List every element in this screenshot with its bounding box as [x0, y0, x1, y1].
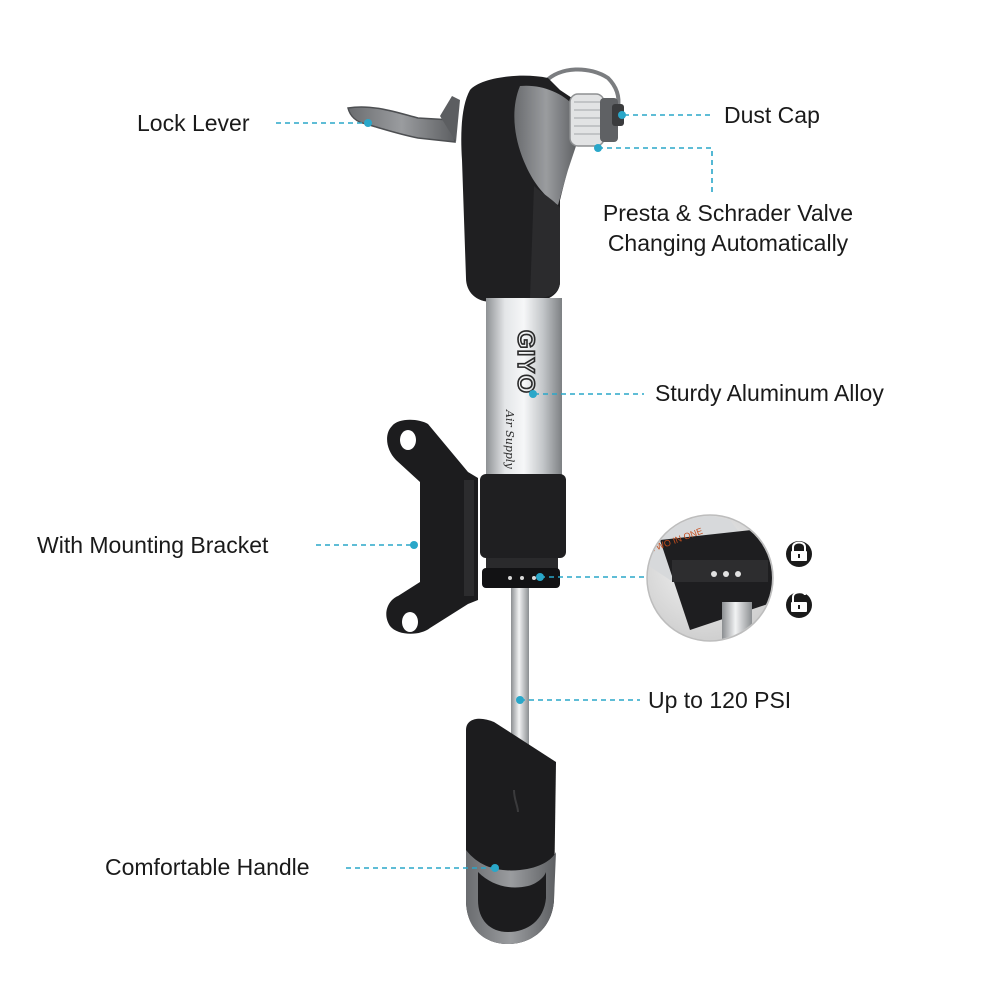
mounting-bracket	[386, 419, 478, 634]
leader-dots	[364, 111, 626, 872]
label-handle: Comfortable Handle	[105, 854, 310, 880]
pump-head	[461, 75, 578, 302]
label-lock-lever: Lock Lever	[137, 110, 250, 136]
label-valve-line2: Changing Automatically	[607, 230, 849, 256]
lock-lever	[347, 96, 460, 143]
valve-chuck	[569, 93, 624, 147]
brand-script: Air Supply	[503, 409, 516, 469]
label-dust-cap: Dust Cap	[724, 102, 820, 128]
leader-valve	[598, 147, 713, 195]
lock-ring-zoom: TWO IN ONE	[646, 514, 774, 642]
label-valve-line1: Presta & Schrader Valve	[602, 200, 854, 226]
piston-rod	[511, 588, 529, 780]
label-psi: Up to 120 PSI	[648, 687, 792, 713]
label-bracket: With Mounting Bracket	[37, 532, 269, 558]
brand-mark: GIYO	[512, 330, 539, 394]
aluminum-barrel: GIYO Air Supply	[486, 298, 562, 478]
lock-open-icon	[786, 591, 812, 618]
handle	[466, 718, 556, 944]
leader-lines	[276, 114, 713, 869]
label-alloy: Sturdy Aluminum Alloy	[655, 380, 884, 406]
lock-closed-icon	[786, 541, 812, 567]
hose	[543, 67, 621, 109]
barrel-collar	[480, 474, 566, 588]
